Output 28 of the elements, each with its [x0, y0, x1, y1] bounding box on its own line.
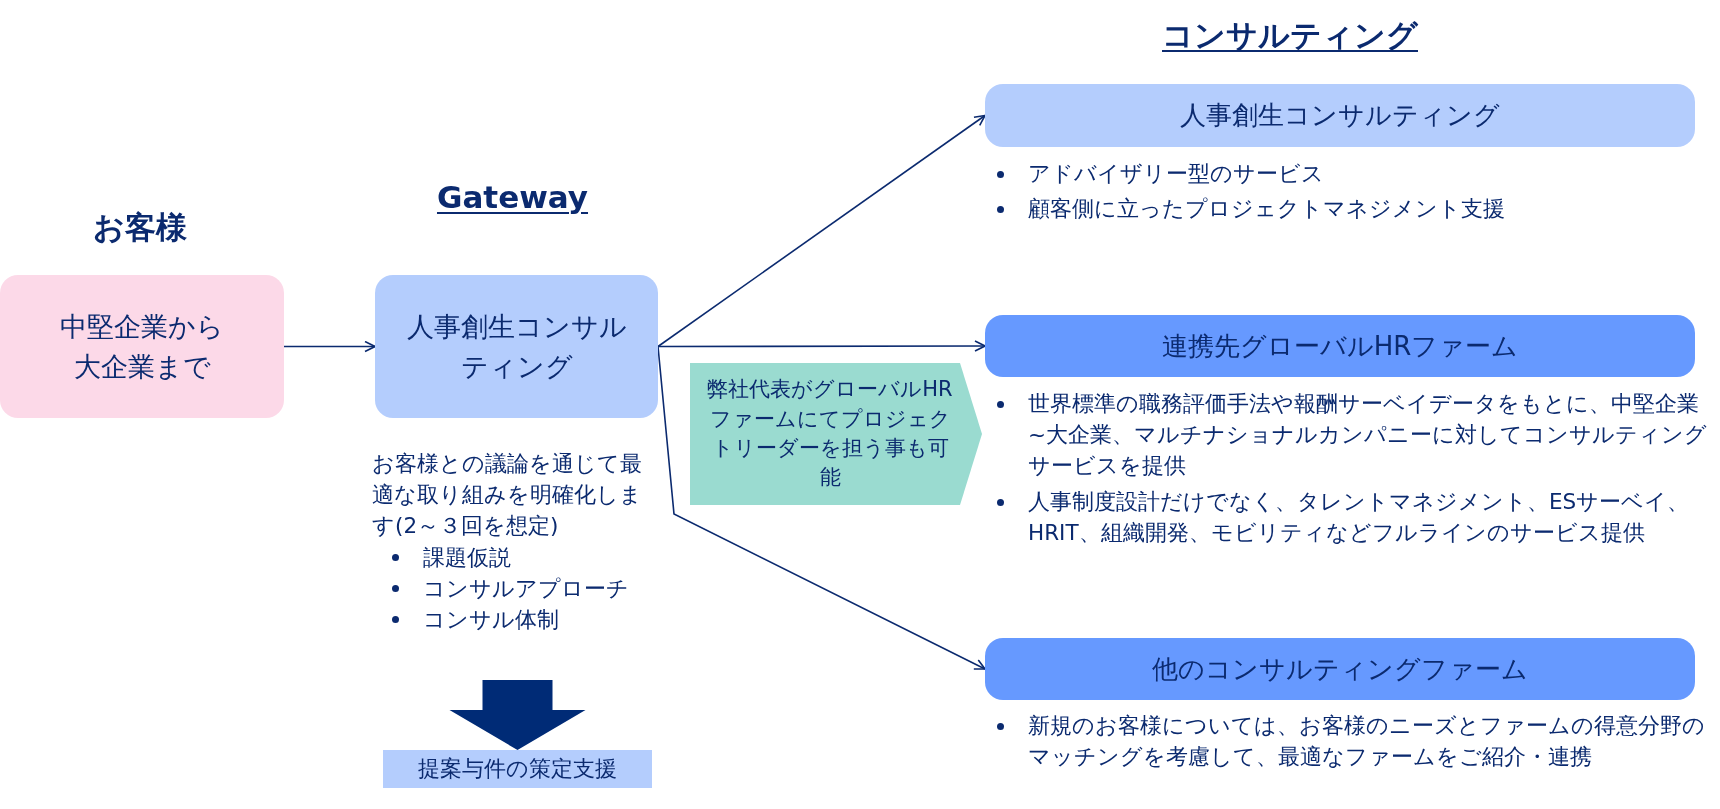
rounded-box	[375, 275, 658, 418]
box-label: 連携先グローバルHRファーム	[1161, 329, 1519, 363]
bullet-item: コンサル体制	[423, 605, 559, 634]
highlight-label: 提案与件の策定支援	[383, 750, 652, 788]
bullet-item: 顧客側に立ったプロジェクトマネジメント支援	[1028, 195, 1506, 224]
box-label: 中堅企業から大企業まで	[59, 310, 225, 384]
bullet-item: 人事制度設計だけでなく、タレントマネジメント、ESサーベイ、HRIT、組織開発、モビリティなどフルラインのサービス提供	[1028, 487, 1691, 547]
block-arrow	[449, 680, 586, 750]
rounded-box	[985, 315, 1695, 377]
box-label: 人事創生コンサルティング	[1180, 99, 1500, 132]
arrow	[283, 340, 376, 353]
column-heading: コンサルティング	[1161, 16, 1419, 55]
bullet-item: コンサルアプローチ	[423, 574, 629, 603]
rounded-box	[985, 638, 1695, 700]
column-heading: Gateway	[436, 178, 589, 217]
bullet-item: 新規のお客様については、お客様のニーズとファームの得意分野のマッチングを考慮して、最適なファームをご紹介・連携	[1028, 712, 1706, 772]
column-heading: お客様	[92, 208, 188, 247]
rounded-box	[0, 275, 284, 418]
rounded-box	[985, 84, 1695, 147]
arrow	[657, 114, 986, 348]
description-text: お客様との議論を通じて最適な取り組みを明確化します(2～３回を想定)	[372, 450, 643, 541]
bullet-item: アドバイザリー型のサービス	[1028, 160, 1325, 188]
box-label: 他のコンサルティングファーム	[1152, 652, 1528, 686]
bullet-item: 世界標準の職務評価手法や報酬サーベイデータをもとに、中堅企業~大企業、マルチナショナルカンパニーに対してコンサルティングサービスを提供	[1028, 390, 1708, 481]
callout-box: 弊社代表がグローバルHRファームにてプロジェクトリーダーを担う事も可能	[690, 363, 982, 505]
bullet-item: 課題仮説	[423, 543, 511, 572]
box-label: 人事創生コンサルティング	[405, 310, 628, 384]
arrow	[657, 340, 986, 352]
